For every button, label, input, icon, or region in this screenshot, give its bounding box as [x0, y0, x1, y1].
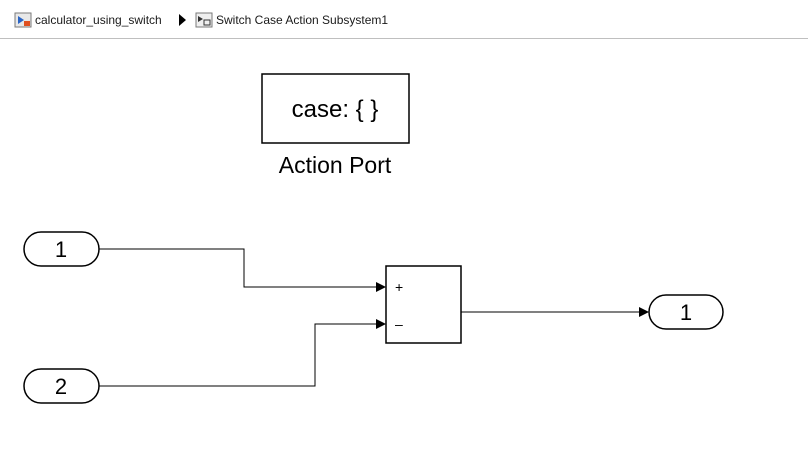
action-port-text: case: { } [292, 96, 379, 123]
inport-2-block[interactable]: 2 [23, 368, 100, 404]
inport-1-number: 1 [55, 237, 67, 262]
breadcrumb-item-model[interactable]: calculator_using_switch [14, 11, 162, 29]
triangle-right-icon [179, 14, 186, 26]
sum-plus-sign: + [395, 279, 403, 295]
signal-line-inport1-to-sum[interactable] [99, 248, 386, 292]
simulink-model-icon [14, 11, 32, 29]
outport-1-number: 1 [680, 300, 692, 325]
inport-1-block[interactable]: 1 [23, 231, 100, 267]
breadcrumb-bar: calculator_using_switch Switch Case Acti… [0, 0, 808, 39]
sum-block[interactable]: + – [385, 265, 462, 344]
action-port-label: Action Port [279, 152, 392, 178]
outport-1-block[interactable]: 1 [648, 294, 724, 330]
signal-line-inport2-to-sum[interactable] [99, 319, 386, 387]
inport-2-number: 2 [55, 374, 67, 399]
breadcrumb-item-subsystem[interactable]: Switch Case Action Subsystem1 [195, 11, 388, 29]
action-port-block[interactable]: case: { } [261, 73, 410, 144]
sum-minus-sign: – [395, 316, 403, 332]
breadcrumb-subsystem-label: Switch Case Action Subsystem1 [216, 13, 389, 27]
diagram-canvas[interactable]: case: { } Action Port 1 2 + – 1 [0, 39, 808, 467]
subsystem-icon [195, 11, 213, 29]
breadcrumb-model-label: calculator_using_switch [35, 13, 162, 27]
